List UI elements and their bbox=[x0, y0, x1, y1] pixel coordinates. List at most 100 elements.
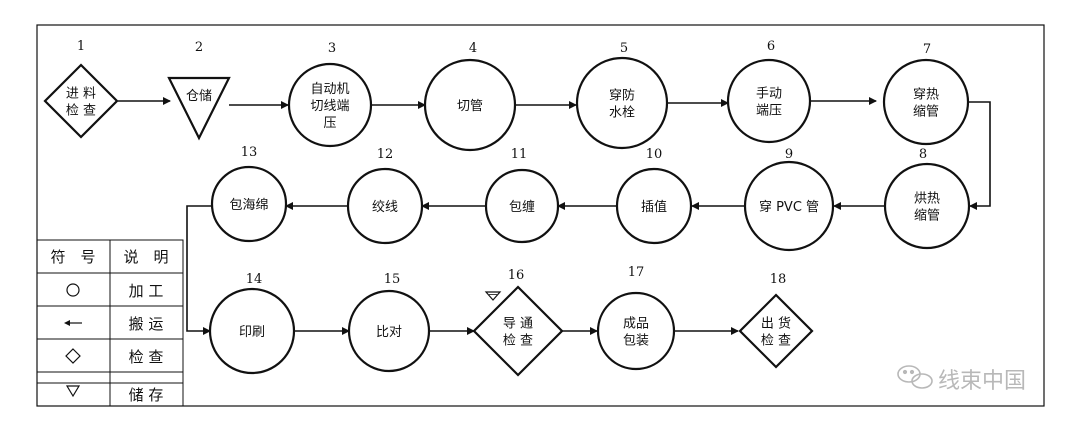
node-number: 11 bbox=[511, 147, 528, 162]
node-circle bbox=[743, 160, 835, 252]
node-number: 4 bbox=[469, 41, 477, 56]
process-node-15: 比对 15 bbox=[347, 272, 431, 373]
node-label: 缩管 bbox=[913, 104, 939, 120]
process-node-16: 导 通检 查16 bbox=[472, 268, 564, 377]
node-circle bbox=[882, 58, 970, 146]
node-label: 穿防 bbox=[609, 88, 635, 104]
node-diamond bbox=[43, 63, 119, 139]
node-circle bbox=[208, 287, 296, 375]
node-circle bbox=[883, 162, 971, 250]
process-node-9: 穿 PVC 管 9 bbox=[743, 147, 835, 252]
node-number: 2 bbox=[195, 40, 203, 55]
node-circle bbox=[423, 58, 517, 152]
node-label: 检 查 bbox=[503, 334, 533, 349]
node-label: 压 bbox=[323, 116, 336, 131]
arrow-7-8 bbox=[968, 101, 991, 210]
node-label: 切线端 bbox=[310, 99, 349, 114]
node-triangle bbox=[167, 76, 231, 141]
node-label: 检 查 bbox=[761, 334, 791, 349]
node-label: 手动 bbox=[756, 87, 782, 102]
node-label: 切管 bbox=[457, 99, 483, 114]
circle-symbol-icon bbox=[66, 283, 80, 297]
node-number: 12 bbox=[377, 147, 394, 162]
node-number: 15 bbox=[384, 272, 401, 287]
node-number: 13 bbox=[241, 145, 258, 160]
legend-label-inspect: 检 查 bbox=[129, 348, 164, 366]
node-circle bbox=[484, 168, 560, 244]
node-label: 包缠 bbox=[509, 199, 535, 215]
node-number: 14 bbox=[246, 272, 263, 287]
node-circle bbox=[210, 165, 288, 243]
node-number: 7 bbox=[923, 42, 931, 57]
node-label: 包海绵 bbox=[229, 198, 268, 213]
process-node-12: 绞线 12 bbox=[346, 147, 424, 245]
node-circle bbox=[596, 291, 676, 371]
node-circle bbox=[726, 58, 812, 144]
node-label: 印刷 bbox=[239, 325, 265, 340]
legend-content: 符 号 说 明 加 工 搬 运 检 查 储 存 bbox=[50, 248, 168, 404]
node-circle bbox=[615, 167, 693, 245]
triangle-symbol-icon bbox=[65, 385, 81, 398]
storage-marker-16 bbox=[484, 291, 502, 301]
node-number: 6 bbox=[767, 39, 775, 54]
node-number: 16 bbox=[508, 268, 525, 283]
legend-label-store: 储 存 bbox=[129, 386, 164, 404]
node-number: 1 bbox=[77, 39, 85, 54]
legend-label-transport: 搬 运 bbox=[129, 315, 164, 333]
node-diamond bbox=[738, 293, 814, 369]
process-node-1: 进 料检 查 1 bbox=[43, 39, 119, 139]
process-node-2: 仓储 2 bbox=[167, 40, 231, 141]
node-number: 5 bbox=[620, 41, 628, 56]
node-circle bbox=[287, 62, 373, 148]
diamond-symbol-icon bbox=[65, 348, 81, 364]
process-node-13: 包海绵 13 bbox=[210, 145, 288, 243]
watermark: 线束中国 bbox=[897, 365, 1026, 394]
outer-frame bbox=[36, 24, 1045, 407]
node-label: 穿 PVC 管 bbox=[759, 199, 819, 215]
node-label: 比对 bbox=[376, 325, 402, 340]
process-node-18: 出 货检 查 18 bbox=[738, 272, 814, 369]
node-number: 10 bbox=[646, 147, 663, 162]
node-label: 包装 bbox=[623, 334, 649, 349]
node-label: 检 查 bbox=[66, 104, 96, 119]
node-label: 水栓 bbox=[609, 106, 635, 121]
node-circle bbox=[347, 289, 431, 373]
node-number: 3 bbox=[328, 41, 336, 56]
node-number: 8 bbox=[919, 147, 927, 162]
node-label: 烘热 bbox=[914, 192, 940, 207]
process-node-4: 切管 4 bbox=[423, 41, 517, 152]
node-label: 仓储 bbox=[186, 89, 212, 104]
node-number: 9 bbox=[785, 147, 793, 162]
node-diamond bbox=[472, 285, 564, 377]
legend-header-desc: 说 明 bbox=[123, 248, 168, 266]
node-label: 出 货 bbox=[761, 316, 791, 332]
process-node-11: 包缠 11 bbox=[484, 147, 560, 244]
node-label: 绞线 bbox=[372, 199, 398, 215]
legend-header-symbol: 符 号 bbox=[50, 248, 95, 266]
connectors bbox=[118, 97, 991, 335]
arrow-13-14 bbox=[186, 205, 212, 335]
node-label: 进 料 bbox=[66, 87, 96, 102]
node-label: 自动机 bbox=[310, 82, 349, 97]
arrow-symbol-icon bbox=[64, 320, 82, 326]
process-node-14: 印刷 14 bbox=[208, 272, 296, 375]
node-label: 穿热 bbox=[913, 87, 939, 103]
legend-table bbox=[36, 239, 184, 407]
wechat-logo-icon bbox=[897, 365, 933, 389]
legend-label-process: 加 工 bbox=[129, 282, 164, 300]
watermark-text: 线束中国 bbox=[938, 369, 1026, 394]
node-number: 17 bbox=[628, 265, 645, 280]
small-triangle-icon bbox=[484, 291, 502, 301]
node-number: 18 bbox=[770, 272, 787, 287]
node-circle bbox=[346, 167, 424, 245]
